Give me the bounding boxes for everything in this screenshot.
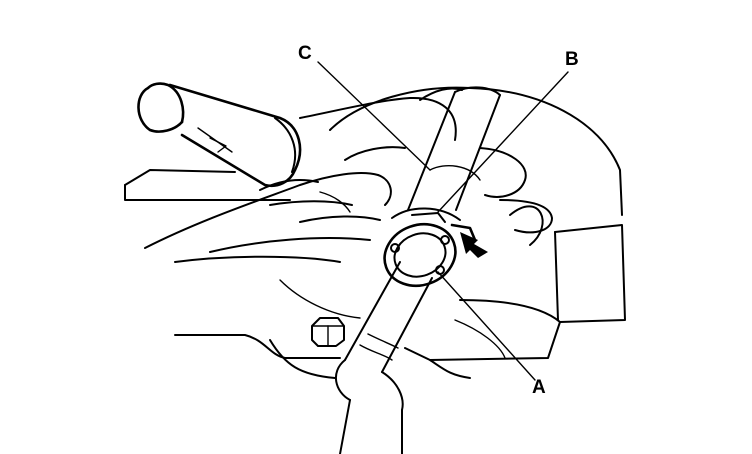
callout-label-c: C	[298, 43, 312, 64]
callout-label-a: A	[532, 377, 546, 398]
callout-label-b: B	[565, 49, 579, 70]
upper-shaft	[407, 86, 501, 211]
housing-outline	[124, 86, 626, 379]
hammer	[137, 82, 302, 188]
drift-tool	[335, 261, 433, 454]
right-hand	[299, 87, 553, 234]
leader-lines	[317, 61, 569, 381]
drain-bolt	[311, 317, 345, 347]
left-hand	[144, 172, 392, 263]
snap-ring-assembly	[383, 207, 477, 288]
tap-direction-arrow	[460, 232, 488, 258]
